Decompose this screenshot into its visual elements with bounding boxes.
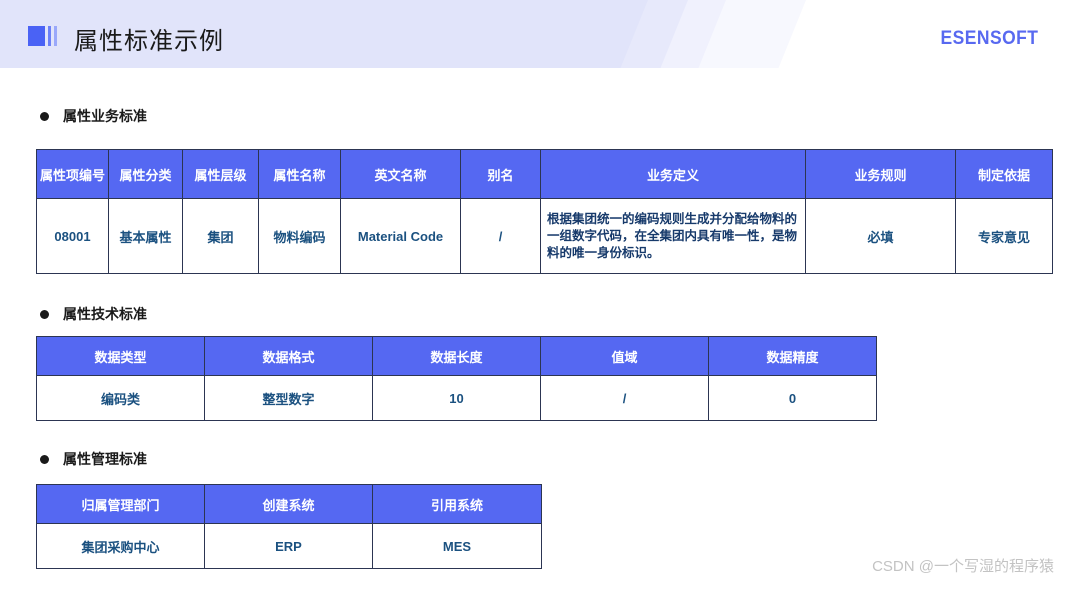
col-header-attr-category: 属性分类	[108, 149, 183, 199]
table-row: 08001 基本属性 集团 物料编码 Material Code / 根据集团统…	[36, 198, 1053, 274]
cell-data-format: 整型数字	[204, 375, 373, 421]
watermark: CSDN @一个写湿的程序猿	[872, 558, 1054, 575]
col-header-data-type: 数据类型	[36, 336, 205, 376]
col-header-english-name: 英文名称	[340, 149, 461, 199]
cell-create-system: ERP	[204, 523, 373, 569]
col-header-basis: 制定依据	[955, 149, 1053, 199]
col-header-value-range: 值域	[540, 336, 709, 376]
col-header-business-definition: 业务定义	[540, 149, 806, 199]
col-header-attr-level: 属性层级	[182, 149, 259, 199]
cell-data-type: 编码类	[36, 375, 205, 421]
cell-data-precision: 0	[708, 375, 877, 421]
section-label-business: 属性业务标准	[63, 108, 147, 124]
accent-square-icon	[28, 26, 45, 46]
bullet-dot-icon	[40, 111, 49, 121]
cell-attr-category: 基本属性	[108, 198, 183, 274]
attribute-business-standard-table: 属性项编号 属性分类 属性层级 属性名称 英文名称 别名 业务定义 业务规则 制…	[36, 149, 1053, 274]
col-header-data-precision: 数据精度	[708, 336, 877, 376]
col-header-data-length: 数据长度	[372, 336, 541, 376]
col-header-data-format: 数据格式	[204, 336, 373, 376]
page-title: 属性标准示例	[74, 28, 224, 55]
col-header-attr-id: 属性项编号	[36, 149, 109, 199]
title-accent-marks	[28, 26, 57, 46]
section-heading-business: 属性业务标准	[40, 106, 147, 126]
cell-business-definition: 根据集团统一的编码规则生成并分配给物料的一组数字代码，在全集团内具有唯一性，是物…	[540, 198, 806, 274]
col-header-owner-department: 归属管理部门	[36, 484, 205, 524]
cell-alias: /	[460, 198, 541, 274]
cell-reference-system: MES	[372, 523, 542, 569]
col-header-reference-system: 引用系统	[372, 484, 542, 524]
brand-logo: ESENSOFT	[940, 28, 1038, 49]
accent-bar-icon-2	[54, 26, 57, 46]
cell-basis: 专家意见	[955, 198, 1053, 274]
table-header-row: 数据类型 数据格式 数据长度 值域 数据精度	[36, 336, 877, 376]
section-label-management: 属性管理标准	[63, 451, 147, 467]
cell-attr-level: 集团	[182, 198, 259, 274]
table-header-row: 属性项编号 属性分类 属性层级 属性名称 英文名称 别名 业务定义 业务规则 制…	[36, 149, 1053, 199]
slide-header: 属性标准示例 ESENSOFT	[0, 0, 1080, 68]
cell-attr-name: 物料编码	[258, 198, 341, 274]
accent-bar-icon-1	[48, 26, 51, 46]
section-label-technical: 属性技术标准	[63, 306, 147, 322]
table-row: 编码类 整型数字 10 / 0	[36, 375, 877, 421]
table-row: 集团采购中心 ERP MES	[36, 523, 542, 569]
cell-value-range: /	[540, 375, 709, 421]
cell-attr-id: 08001	[36, 198, 109, 274]
attribute-management-standard-table: 归属管理部门 创建系统 引用系统 集团采购中心 ERP MES	[36, 484, 542, 569]
section-heading-technical: 属性技术标准	[40, 304, 147, 324]
cell-business-rule: 必填	[805, 198, 956, 274]
col-header-business-rule: 业务规则	[805, 149, 956, 199]
header-band	[0, 0, 660, 68]
bullet-dot-icon	[40, 454, 49, 464]
col-header-alias: 别名	[460, 149, 541, 199]
bullet-dot-icon	[40, 309, 49, 319]
col-header-create-system: 创建系统	[204, 484, 373, 524]
section-heading-management: 属性管理标准	[40, 449, 147, 469]
cell-owner-department: 集团采购中心	[36, 523, 205, 569]
cell-english-name: Material Code	[340, 198, 461, 274]
attribute-technical-standard-table: 数据类型 数据格式 数据长度 值域 数据精度 编码类 整型数字 10 / 0	[36, 336, 877, 421]
col-header-attr-name: 属性名称	[258, 149, 341, 199]
cell-data-length: 10	[372, 375, 541, 421]
table-header-row: 归属管理部门 创建系统 引用系统	[36, 484, 542, 524]
